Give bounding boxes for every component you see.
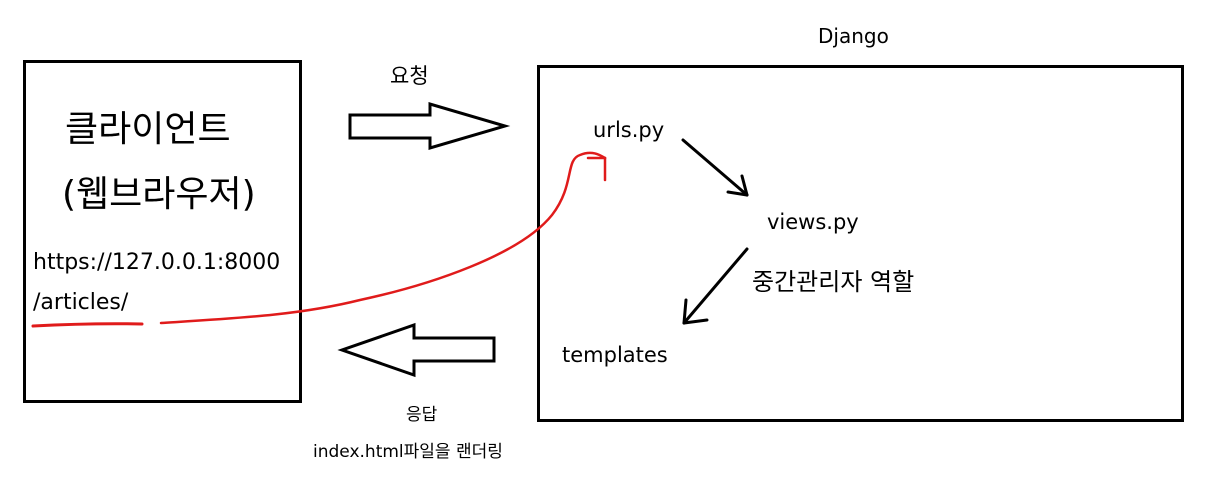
routing-curve (159, 151, 607, 325)
urls-label: urls.py (593, 118, 665, 142)
client-title: 클라이언트 (65, 109, 231, 150)
client-box (23, 60, 302, 403)
routing-arrowhead (586, 156, 607, 182)
django-box (537, 65, 1184, 422)
left-arrow-icon (337, 322, 496, 378)
urls-to-views-arrow (681, 138, 749, 197)
url-host: https://127.0.0.1:8000 (33, 250, 281, 275)
views-to-templates-arrow (682, 247, 749, 325)
templates-label: templates (562, 343, 668, 367)
client-subtitle: (웹브라우저) (62, 174, 256, 215)
response-label: 응답 (406, 405, 438, 425)
request-label: 요청 (390, 64, 429, 88)
middle-role-label: 중간관리자 역할 (752, 268, 915, 296)
url-path: /articles/ (33, 290, 129, 315)
render-note: index.html파일을 랜더링 (313, 442, 503, 462)
views-label: views.py (767, 210, 859, 234)
right-arrow-icon (348, 101, 511, 151)
url-path-underline (31, 322, 144, 328)
django-label: Django (818, 24, 889, 48)
